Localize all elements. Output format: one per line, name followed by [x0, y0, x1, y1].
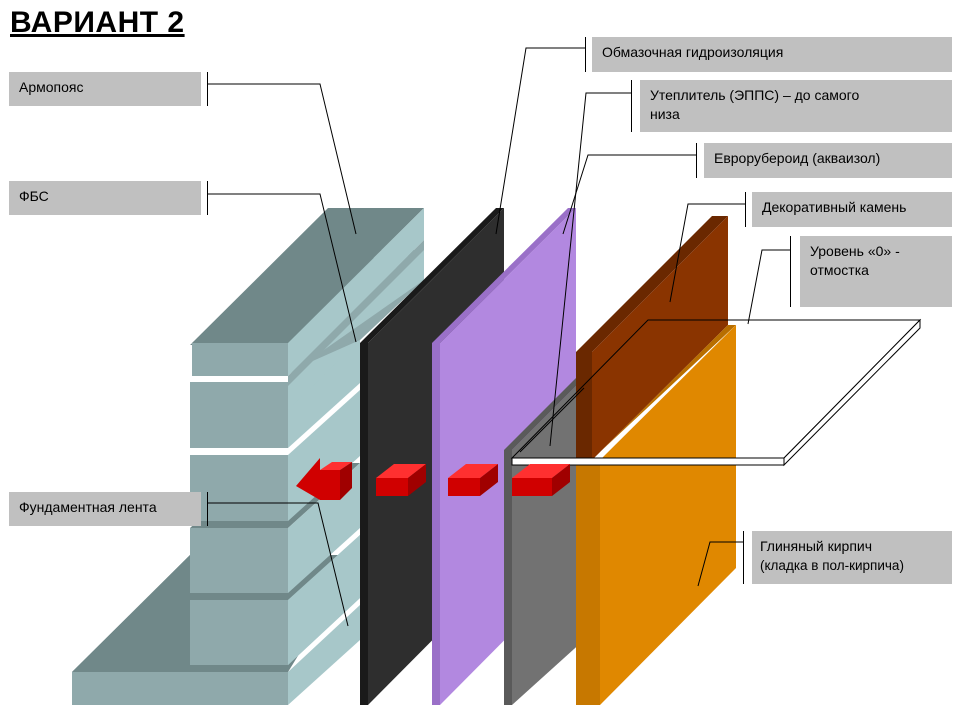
label-kirpich: Глиняный кирпич (кладка в пол-кирпича) [752, 531, 952, 584]
otmostka-slab [510, 318, 922, 467]
label-kirpich-line2: (кладка в пол-кирпича) [760, 558, 904, 573]
arrow-marker-4 [512, 464, 570, 496]
label-kirpich-tick [743, 531, 744, 584]
arrow-marker-2 [376, 464, 426, 496]
label-fundament-text: Фундаментная лента [19, 499, 157, 515]
leader-gidroizol [495, 47, 586, 235]
label-euroruberoid-text: Еврорубероид (акваизол) [714, 150, 881, 166]
label-dekor-tick [745, 192, 746, 227]
leader-uteplitel [549, 92, 632, 447]
leader-euroruberoid [562, 154, 696, 235]
label-uteplitel-line1: Утеплитель (ЭППС) – до самого [650, 87, 860, 103]
leader-uroven [747, 249, 790, 325]
label-uteplitel-tick [631, 80, 632, 132]
fbs-block-5 [190, 535, 360, 665]
label-fbs-text: ФБС [19, 188, 49, 204]
label-gidroizol-text: Обмазочная гидроизоляция [602, 44, 784, 60]
label-armopoyas-text: Армопояс [19, 79, 84, 95]
label-uroven: Уровень «0» - отмостка [800, 236, 952, 307]
label-armopoyas-tick [207, 72, 208, 106]
label-uroven-line2: отмостка [810, 262, 869, 278]
arrow-marker-1 [296, 458, 352, 500]
label-fbs: ФБС [9, 181, 201, 215]
label-gidroizol: Обмазочная гидроизоляция [592, 37, 952, 72]
leader-armopoyas [208, 83, 357, 235]
leader-kirpich [697, 541, 744, 587]
label-uroven-tick [790, 236, 791, 307]
label-euroruberoid: Еврорубероид (акваизол) [704, 143, 952, 178]
leader-fundament [208, 502, 349, 627]
label-dekor-text: Декоративный камень [762, 199, 907, 215]
label-uteplitel: Утеплитель (ЭППС) – до самого низа [640, 80, 952, 132]
label-dekor: Декоративный камень [752, 192, 952, 227]
label-uroven-line1: Уровень «0» - [810, 243, 900, 259]
label-gidroizol-tick [585, 37, 586, 72]
label-fbs-tick [207, 181, 208, 215]
label-armopoyas: Армопояс [9, 72, 201, 106]
leader-lines [208, 47, 790, 627]
leader-dekor [669, 203, 746, 303]
label-fundament: Фундаментная лента [9, 492, 201, 526]
armopoyas-belt [192, 208, 424, 376]
brick-layer [576, 325, 736, 705]
label-kirpich-line1: Глиняный кирпич [760, 538, 873, 554]
arrow-marker-3 [448, 464, 498, 496]
decorative-stone-layer [576, 216, 728, 460]
label-fundament-tick [207, 492, 208, 526]
label-uteplitel-line2: низа [650, 106, 680, 122]
page-title: ВАРИАНТ 2 [10, 6, 185, 39]
label-euroruberoid-tick [696, 143, 697, 178]
leader-fbs [208, 193, 357, 343]
